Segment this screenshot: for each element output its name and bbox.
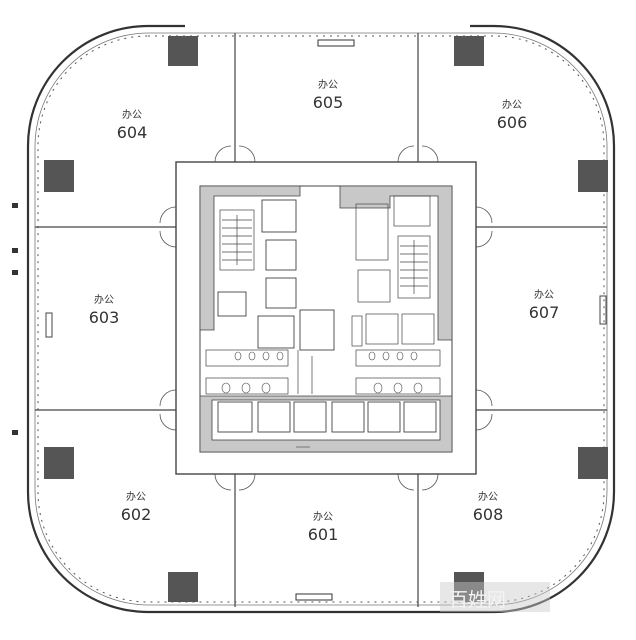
column (168, 572, 198, 602)
unit-label-601: 办公 601 (308, 510, 339, 544)
column (44, 447, 74, 479)
unit-use-label: 办公 (94, 293, 114, 306)
watermark: 百姓网 (440, 582, 550, 612)
unit-number-label: 604 (117, 123, 148, 142)
unit-number-label: 607 (529, 303, 560, 322)
unit-label-606: 办公 606 (497, 98, 528, 132)
column (454, 36, 484, 66)
unit-use-label: 办公 (318, 78, 338, 91)
unit-use-label: 办公 (534, 288, 554, 301)
unit-number-label: 605 (313, 93, 344, 112)
unit-use-label: 办公 (126, 490, 146, 503)
column (168, 36, 198, 66)
unit-use-label: 办公 (478, 490, 498, 503)
unit-use-label: 办公 (313, 510, 333, 523)
unit-number-label: 601 (308, 525, 339, 544)
column (44, 160, 74, 192)
unit-number-label: 603 (89, 308, 120, 327)
unit-label-602: 办公 602 (121, 490, 152, 524)
facade-markers (12, 39, 607, 601)
core (199, 185, 453, 453)
unit-doors (159, 145, 493, 491)
column (578, 447, 608, 479)
unit-number-label: 602 (121, 505, 152, 524)
unit-label-607: 办公 607 (529, 288, 560, 322)
column (454, 572, 484, 602)
watermark-text: 百姓网 (449, 589, 506, 611)
column (578, 160, 608, 192)
unit-use-label: 办公 (502, 98, 522, 111)
unit-number-label: 608 (473, 505, 504, 524)
unit-use-label: 办公 (122, 108, 142, 121)
elevator-cars (217, 401, 437, 433)
partition-walls (35, 33, 607, 607)
unit-label-608: 办公 608 (473, 490, 504, 524)
unit-label-603: 办公 603 (89, 293, 120, 327)
unit-label-604: 办公 604 (117, 108, 148, 142)
unit-number-label: 606 (497, 113, 528, 132)
unit-label-605: 办公 605 (313, 78, 344, 112)
